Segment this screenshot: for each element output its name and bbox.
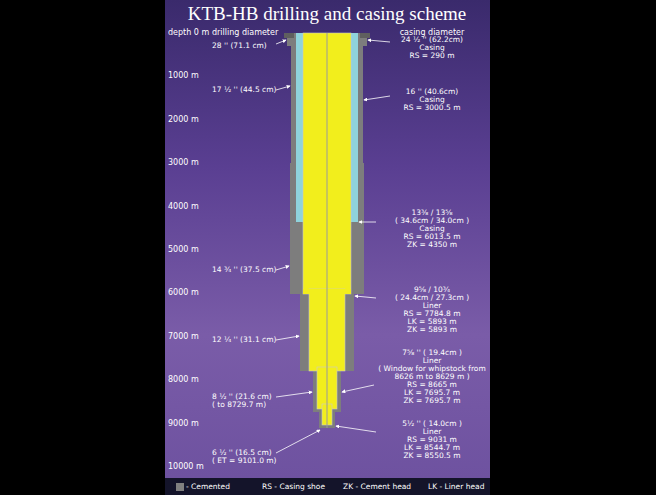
drilling-diameter: 14 ¾ '' (37.5 cm) [212,266,276,274]
depth-mark: 7000 m [168,333,199,341]
drilling-diameter: 6 ½ '' (16.5 cm) [212,449,272,457]
depth-mark: 3000 m [168,159,199,167]
casing-note: 16 '' (40.6cm) [406,88,458,96]
casing-note: Liner [423,302,442,310]
casing-note: LK = 5893 m [408,318,457,326]
depth-mark: 6000 m [168,289,199,297]
legend-swatch [176,483,184,491]
casing-note: RS = 8665 m [407,381,457,389]
casing-note: 9⅝ / 10¾ [414,286,450,294]
legend-text: RS - Casing shoe [262,482,325,491]
casing-note: 24 ½ '' (62.2cm) [401,36,463,44]
depth-mark: 10000 m [168,463,204,471]
legend-text: ZK - Cement head [343,482,411,491]
title: KTB-HB drilling and casing scheme [188,4,467,24]
column-heading: drilling diameter [212,29,278,37]
cement [284,33,370,428]
casing-note: 5½ '' ( 14.0cm ) [402,420,462,428]
depth-mark: 1000 m [168,72,199,80]
drilling-diameter: 12 ¼ '' (31.1 cm) [212,336,276,344]
casing-note: 8626 m to 8629 m ) [394,373,469,381]
casing-note: Casing [419,225,444,233]
casing-note: LK = 7695.7 m [404,389,460,397]
casing-note: RS = 290 m [409,52,454,60]
legend-entry: RS - Casing shoe [262,482,325,491]
casing-note: ( 34.6cm / 34.0cm ) [395,217,469,225]
depth-mark: depth 0 m [168,29,209,37]
legend-entry: ZK - Cement head [343,482,411,491]
drilling-diameter: ( ET = 9101.0 m) [212,457,277,465]
depth-mark: 5000 m [168,246,199,254]
depth-mark: 8000 m [168,376,199,384]
legend-entry: - Cemented [176,482,230,491]
casing-note: LK = 8544.7 m [404,444,460,452]
casing-note: 7⅝ '' ( 19.4cm ) [402,349,462,357]
casing-note: ZK = 8550.5 m [403,452,460,460]
drilling-diameter: 8 ½ '' (21.6 cm) [212,393,272,401]
casing-note: ( Window for whipstock from [378,365,485,373]
drilling-diameter: ( to 8729.7 m) [212,401,266,409]
drilling-diameter: 17 ½ '' (44.5 cm) [212,86,276,94]
casing-note: Liner [423,428,442,436]
casing-note: RS = 7784.8 m [404,310,461,318]
legend-text: - Cemented [186,482,230,491]
casing-note: Casing [419,44,444,52]
casing-note: Casing [419,96,444,104]
legend-entry: LK - Liner head [428,482,484,491]
depth-mark: 2000 m [168,116,199,124]
casing-note: RS = 3000.5 m [404,104,461,112]
casing-note: ZK = 4350 m [407,241,457,249]
casing-note: RS = 6013.5 m [404,233,461,241]
casing-note: Liner [423,357,442,365]
legend-text: LK - Liner head [428,482,484,491]
leader-arrows [276,40,390,453]
casing-note: ( 24.4cm / 27.3cm ) [395,294,469,302]
casing-note: RS = 9031 m [407,436,457,444]
drilling-diameter: 28 '' (71.1 cm) [212,42,267,50]
casing-note: ZK = 5893 m [407,326,457,334]
centre-line [327,33,328,428]
depth-mark: 9000 m [168,420,199,428]
casing-note: ZK = 7695.7 m [403,397,460,405]
depth-mark: 4000 m [168,203,199,211]
casing-note: 13⅜ / 13⅝ [412,209,453,217]
